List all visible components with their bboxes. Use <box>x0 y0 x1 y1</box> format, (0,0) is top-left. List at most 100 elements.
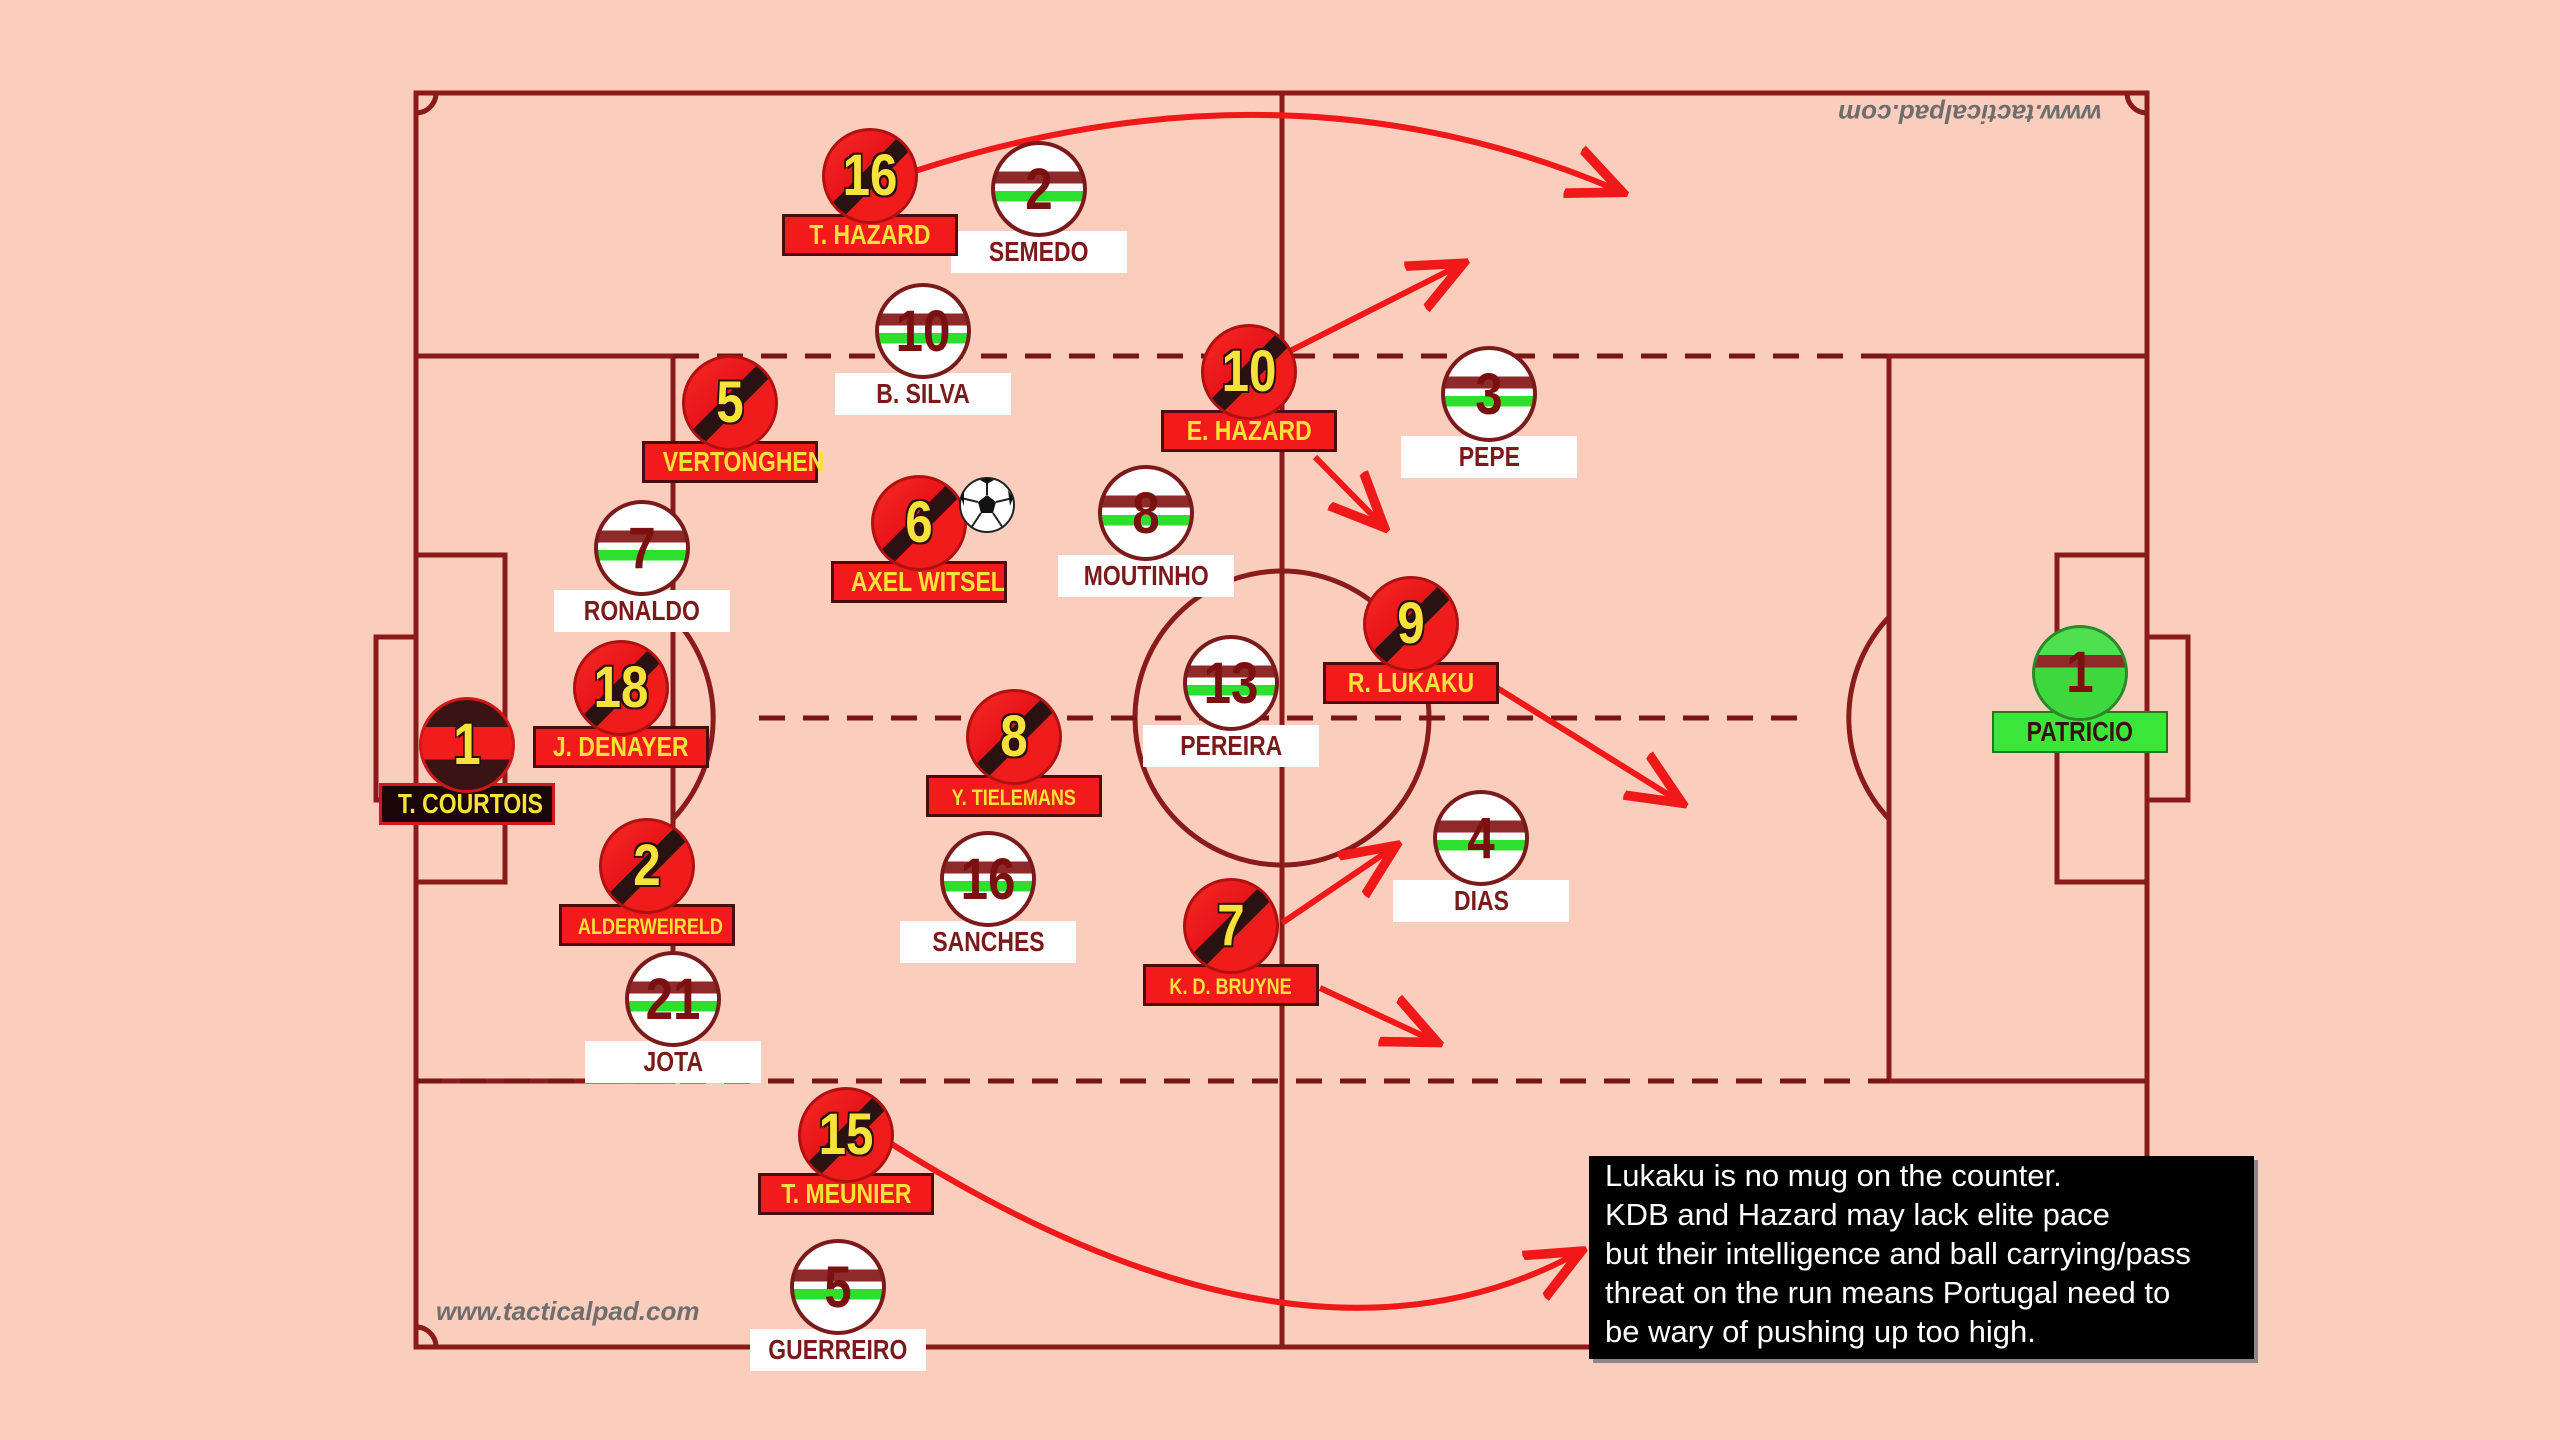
player-name: PEPE <box>1458 441 1520 472</box>
player-number: 2 <box>1025 157 1053 222</box>
player-name: B. SILVA <box>876 378 970 409</box>
player-jersey-icon: 16 <box>940 831 1036 927</box>
player-jersey-icon: 4 <box>1433 790 1529 886</box>
player-number: 13 <box>1203 651 1259 716</box>
player-name-label: J. DENAYER <box>533 726 709 768</box>
player-name: GUERREIRO <box>768 1334 908 1365</box>
annotation-box: Lukaku is no mug on the counter. KDB and… <box>1589 1156 2254 1359</box>
caption-line: KDB and Hazard may lack elite pace <box>1605 1197 2110 1232</box>
player-name: T. COURTOIS <box>397 788 543 819</box>
run-arrow-meunier <box>888 1140 1576 1311</box>
player-name-label: MOUTINHO <box>1058 555 1234 597</box>
player-number: 3 <box>1475 362 1503 427</box>
player-name-label: JOTA <box>585 1041 761 1083</box>
caption-line: threat on the run means Portugal need to <box>1605 1275 2171 1310</box>
caption-line: but their intelligence and ball carrying… <box>1605 1236 2191 1271</box>
player-name-label: GUERREIRO <box>750 1329 926 1371</box>
player-jersey-icon: 10 <box>1201 324 1297 420</box>
player-jersey-icon: 16 <box>822 128 918 224</box>
run-arrow-e-hazard-down <box>1312 454 1380 523</box>
run-arrow-t-hazard <box>914 111 1617 190</box>
run-arrow-lukaku <box>1492 683 1677 800</box>
player-number: 21 <box>645 967 701 1032</box>
player-number: 2 <box>633 833 661 898</box>
player-name: T. HAZARD <box>809 219 931 250</box>
player-number: 8 <box>1000 704 1028 769</box>
player-jersey-icon: 1 <box>419 697 515 793</box>
player-number: 5 <box>716 370 744 435</box>
player-jersey-icon: 5 <box>790 1239 886 1335</box>
player-name: ALDERWEIRELD <box>577 914 723 939</box>
player-number: 8 <box>1132 481 1160 546</box>
player-jersey-icon: 10 <box>875 283 971 379</box>
football-icon <box>959 477 1015 533</box>
player-name: MOUTINHO <box>1083 560 1209 591</box>
player-name: Y. TIELEMANS <box>951 785 1077 810</box>
player-name-label: DIAS <box>1393 880 1569 922</box>
watermark: www.tacticalpad.com <box>436 1296 700 1326</box>
player-number: 6 <box>905 490 933 555</box>
run-arrow-bruyne-up <box>1280 849 1391 926</box>
player-name: J. DENAYER <box>553 731 689 762</box>
caption-line: be wary of pushing up too high. <box>1605 1314 2036 1349</box>
player-name: K. D. BRUYNE <box>1169 974 1293 999</box>
player-name: PEREIRA <box>1179 730 1283 761</box>
player-name: SANCHES <box>931 926 1045 957</box>
player-jersey-icon: 2 <box>599 818 695 914</box>
player-name: DIAS <box>1453 885 1509 916</box>
player-jersey-icon: 9 <box>1363 576 1459 672</box>
player-jersey-icon: 8 <box>1098 465 1194 561</box>
player-name-label: B. SILVA <box>835 373 1011 415</box>
player-jersey-icon: 3 <box>1441 346 1537 442</box>
player-name: SEMEDO <box>989 236 1089 267</box>
player-jersey-icon: 1 <box>2032 625 2128 721</box>
player-name: JOTA <box>643 1046 703 1077</box>
player-name-label: Y. TIELEMANS <box>926 775 1102 817</box>
player-name-label: E. HAZARD <box>1161 410 1337 452</box>
player-number: 5 <box>824 1255 852 1320</box>
player-name: RONALDO <box>583 595 701 626</box>
player-number: 10 <box>895 299 951 364</box>
player-number: 4 <box>1467 806 1495 871</box>
player-number: 18 <box>593 655 649 720</box>
player-jersey-icon: 8 <box>966 689 1062 785</box>
player-name: E. HAZARD <box>1186 415 1312 446</box>
player-name: VERTONGHEN <box>662 446 825 477</box>
player-name: T. MEUNIER <box>780 1178 912 1209</box>
player-name: AXEL WITSEL <box>850 566 1005 597</box>
player-name-label: SEMEDO <box>951 231 1127 273</box>
player-jersey-icon: 6 <box>871 475 967 571</box>
left-penalty-arc <box>671 615 716 821</box>
caption-line: Lukaku is no mug on the counter. <box>1605 1158 2062 1193</box>
player-number: 16 <box>960 847 1016 912</box>
run-arrow-e-hazard-up <box>1288 266 1458 354</box>
player-name-label: RONALDO <box>554 590 730 632</box>
player-name-label: PEREIRA <box>1143 725 1319 767</box>
left-goal <box>373 634 419 803</box>
player-number: 1 <box>453 712 481 777</box>
corner-arcs <box>415 92 2148 1348</box>
right-penalty-arc <box>1846 615 1891 821</box>
player-name-label: PATRICIO <box>1992 711 2168 753</box>
player-name-label: SANCHES <box>900 921 1076 963</box>
player-number: 9 <box>1397 591 1425 656</box>
player-jersey-icon: 15 <box>798 1087 894 1183</box>
player-name-label: PEPE <box>1401 436 1577 478</box>
player-number: 15 <box>818 1102 874 1167</box>
player-number: 10 <box>1221 339 1277 404</box>
player-number: 7 <box>628 516 656 581</box>
player-jersey-icon: 2 <box>991 141 1087 237</box>
player-jersey-icon: 7 <box>1183 878 1279 974</box>
player-jersey-icon: 5 <box>682 355 778 451</box>
player-number: 16 <box>842 143 898 208</box>
player-name: R. LUKAKU <box>1347 667 1475 698</box>
player-jersey-icon: 7 <box>594 500 690 596</box>
player-jersey-icon: 13 <box>1183 635 1279 731</box>
player-name: PATRICIO <box>2026 716 2134 747</box>
watermark-mirrored: www.tacticalpad.com <box>1838 99 2102 129</box>
player-number: 7 <box>1217 893 1245 958</box>
player-number: 1 <box>2066 640 2094 705</box>
run-arrow-bruyne-down <box>1318 985 1432 1040</box>
player-jersey-icon: 21 <box>625 951 721 1047</box>
player-jersey-icon: 18 <box>573 640 669 736</box>
